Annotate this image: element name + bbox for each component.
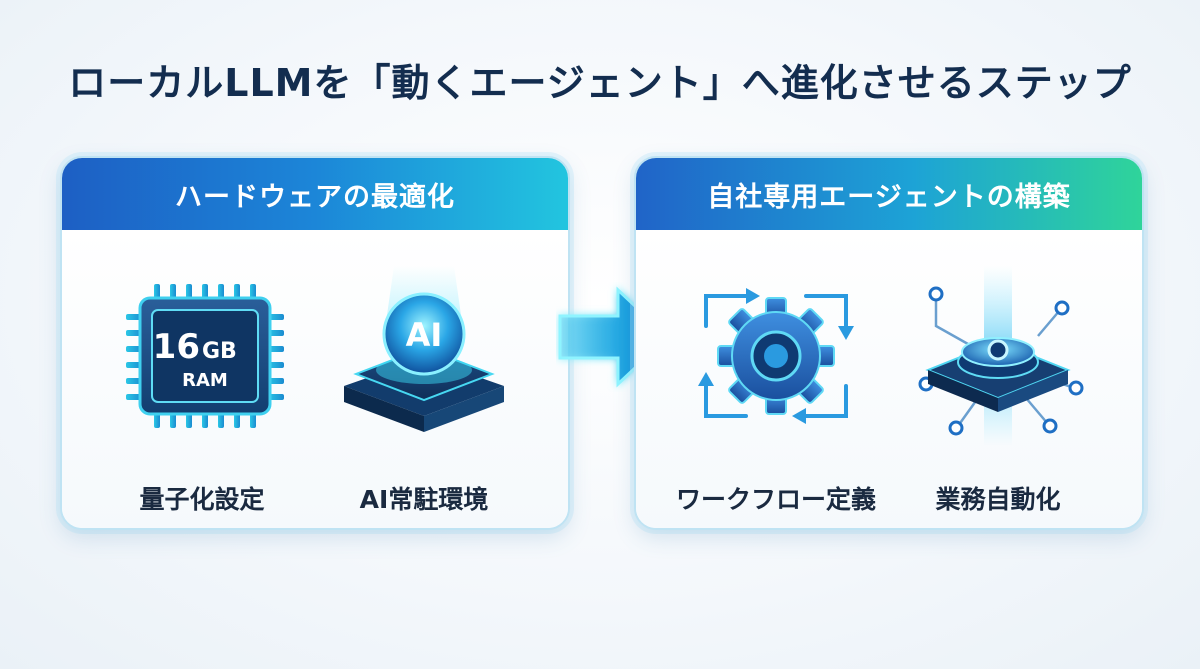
page-title: ローカルLLMを「動くエージェント」へ進化させるステップ <box>68 61 1132 105</box>
custom-agent-panel-body: ワークフロー定義 <box>636 230 1142 528</box>
ai-resident-label: AI常駐環境 <box>359 485 489 514</box>
automation-item: 業務自動化 <box>898 266 1098 516</box>
custom-agent-panel-header: 自社専用エージェントの構築 <box>636 158 1142 230</box>
workflow-label: ワークフロー定義 <box>676 485 877 514</box>
custom-agent-panel: 自社専用エージェントの構築 <box>634 156 1144 530</box>
chip-capacity-number: 16 <box>153 327 200 367</box>
hardware-panel-body: 16 GB RAM 量子化設定 <box>62 230 568 528</box>
automation-label: 業務自動化 <box>935 485 1061 514</box>
hardware-optimization-panel: ハードウェアの最適化 <box>60 156 570 530</box>
gear-cycle-icon <box>698 288 854 424</box>
ai-resident-item: AI AI常駐環境 <box>324 266 524 516</box>
automation-chip-icon <box>918 266 1084 446</box>
hardware-panel-header: ハードウェアの最適化 <box>62 158 568 230</box>
chip-ram-label: RAM <box>182 370 228 391</box>
quantization-label: 量子化設定 <box>139 485 265 514</box>
chip-capacity-unit: GB <box>202 339 237 364</box>
memory-chip-icon: 16 GB RAM <box>126 284 284 428</box>
ai-orb-text: AI <box>406 316 443 354</box>
workflow-item: ワークフロー定義 <box>676 266 876 516</box>
ai-chip-icon: AI <box>344 266 504 432</box>
quantization-item: 16 GB RAM 量子化設定 <box>102 266 302 516</box>
